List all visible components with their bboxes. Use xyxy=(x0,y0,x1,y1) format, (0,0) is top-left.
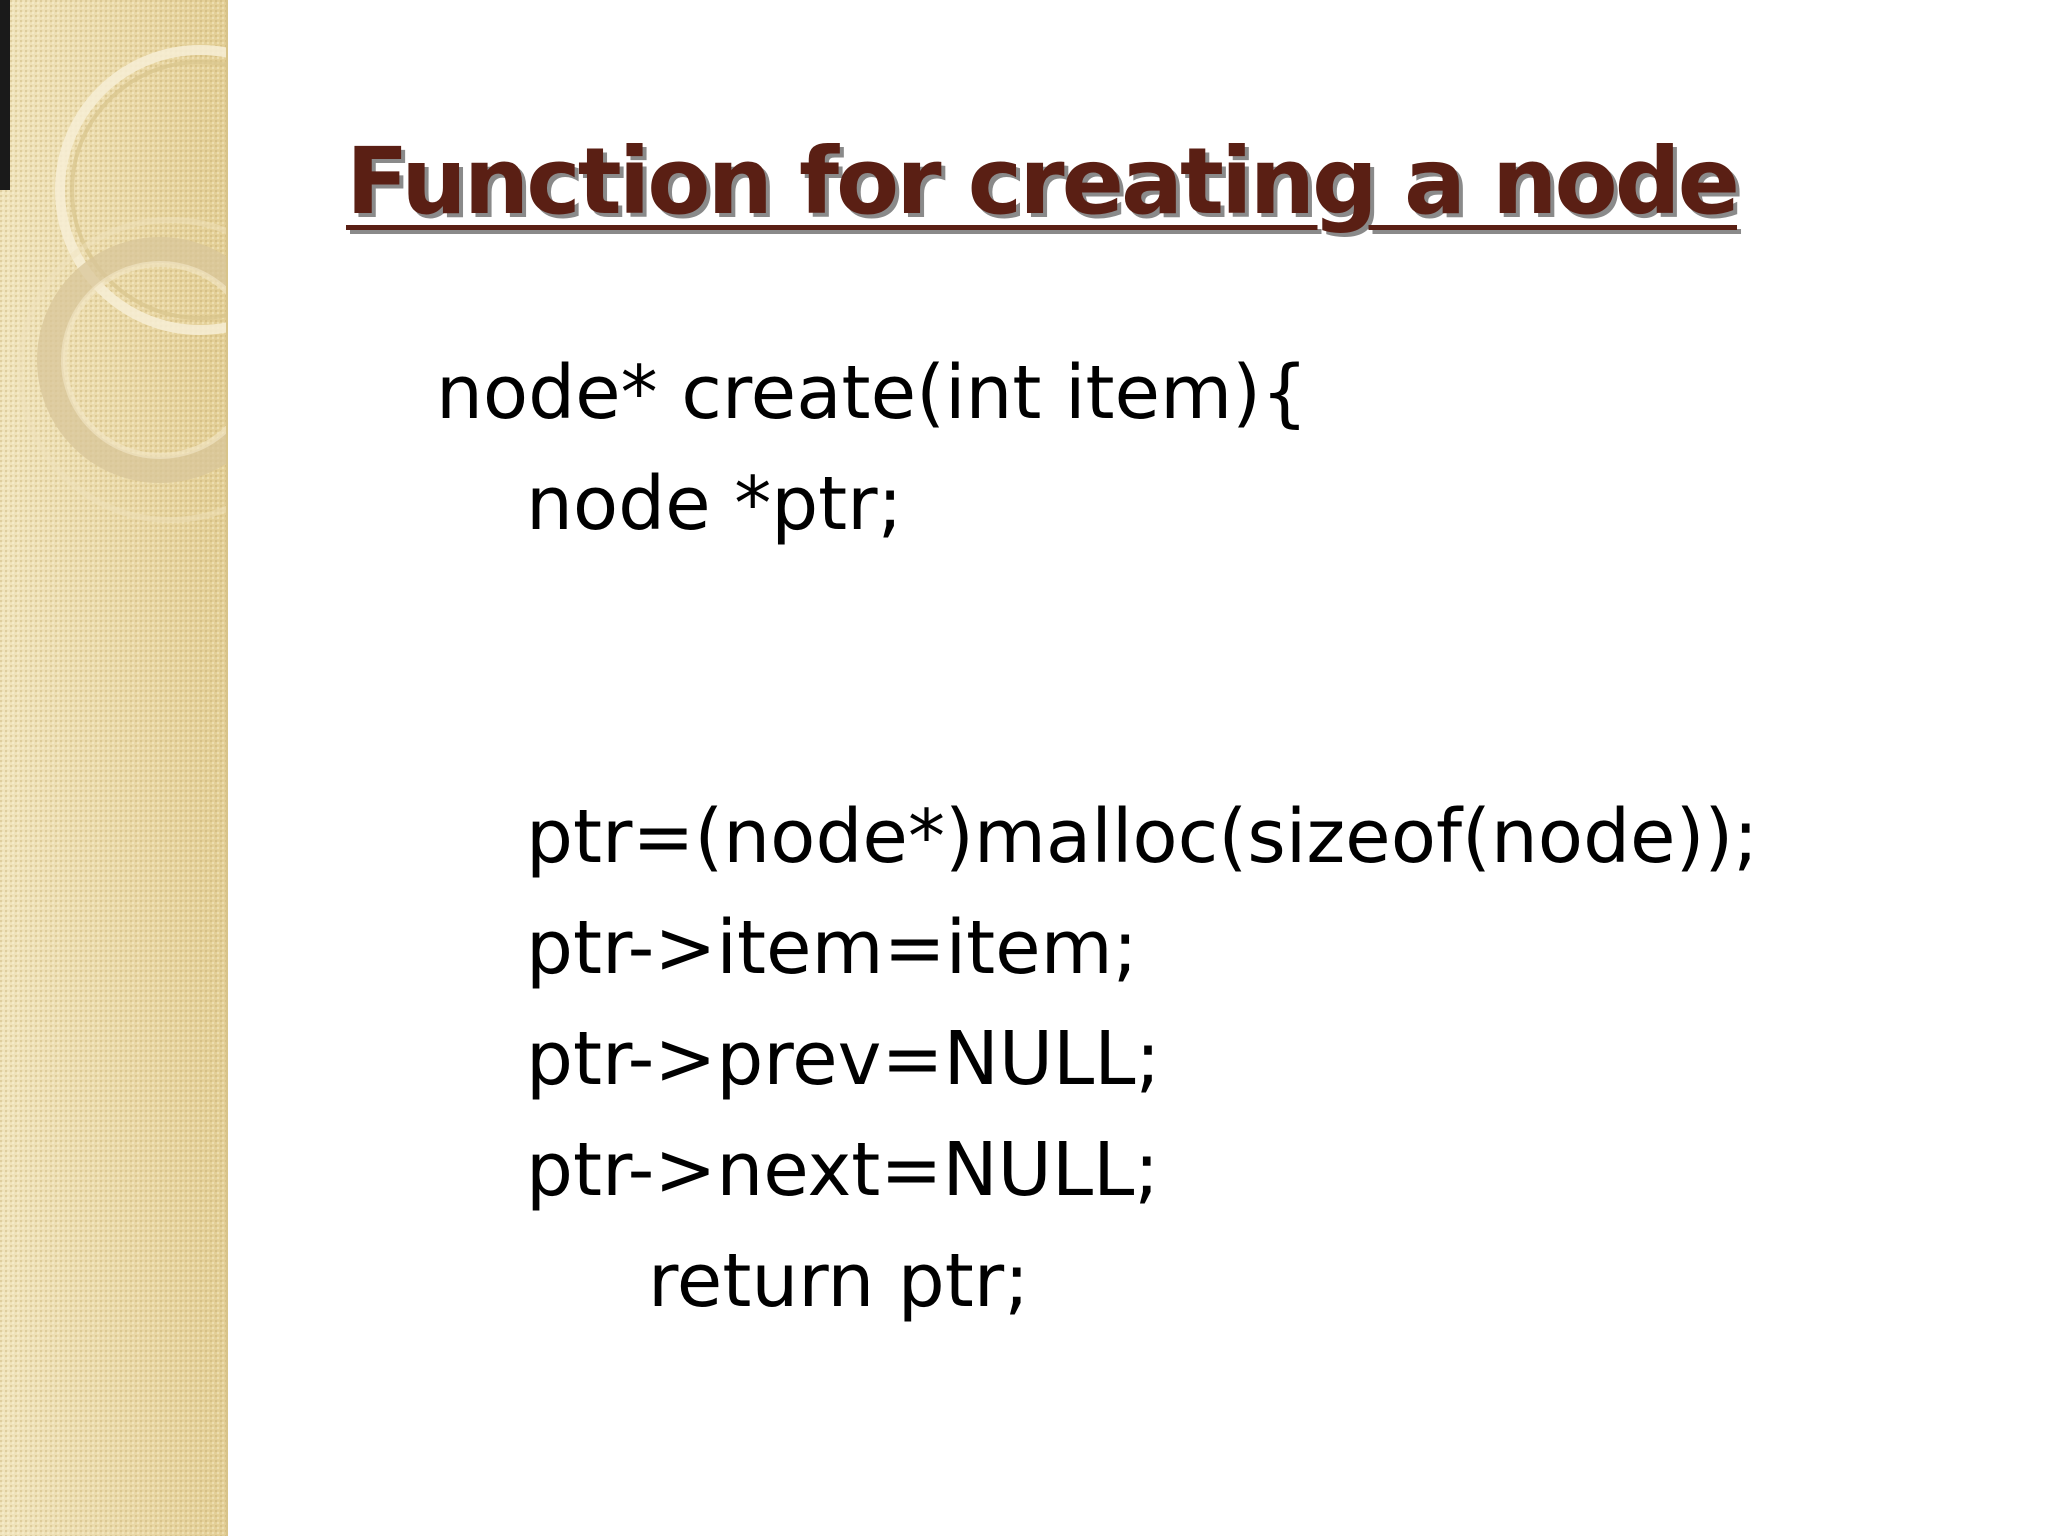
code-line-malloc: ptr=(node*)malloc(sizeof(node)); xyxy=(526,794,1759,880)
code-line-assign-next: ptr->next=NULL; xyxy=(526,1127,1160,1213)
code-line-assign-item: ptr->item=item; xyxy=(526,905,1138,991)
decorative-rings xyxy=(17,45,228,523)
code-line-return: return ptr; xyxy=(648,1238,1030,1324)
slide-title: Function for creating a node xyxy=(346,128,1740,235)
decorative-side-panel xyxy=(0,0,228,1536)
code-line-assign-prev: ptr->prev=NULL; xyxy=(526,1016,1161,1102)
corner-mark xyxy=(0,0,10,190)
side-panel-edge xyxy=(226,0,228,1536)
code-line-pointer-declaration: node *ptr; xyxy=(526,461,903,547)
code-line-function-signature: node* create(int item){ xyxy=(436,350,1309,436)
